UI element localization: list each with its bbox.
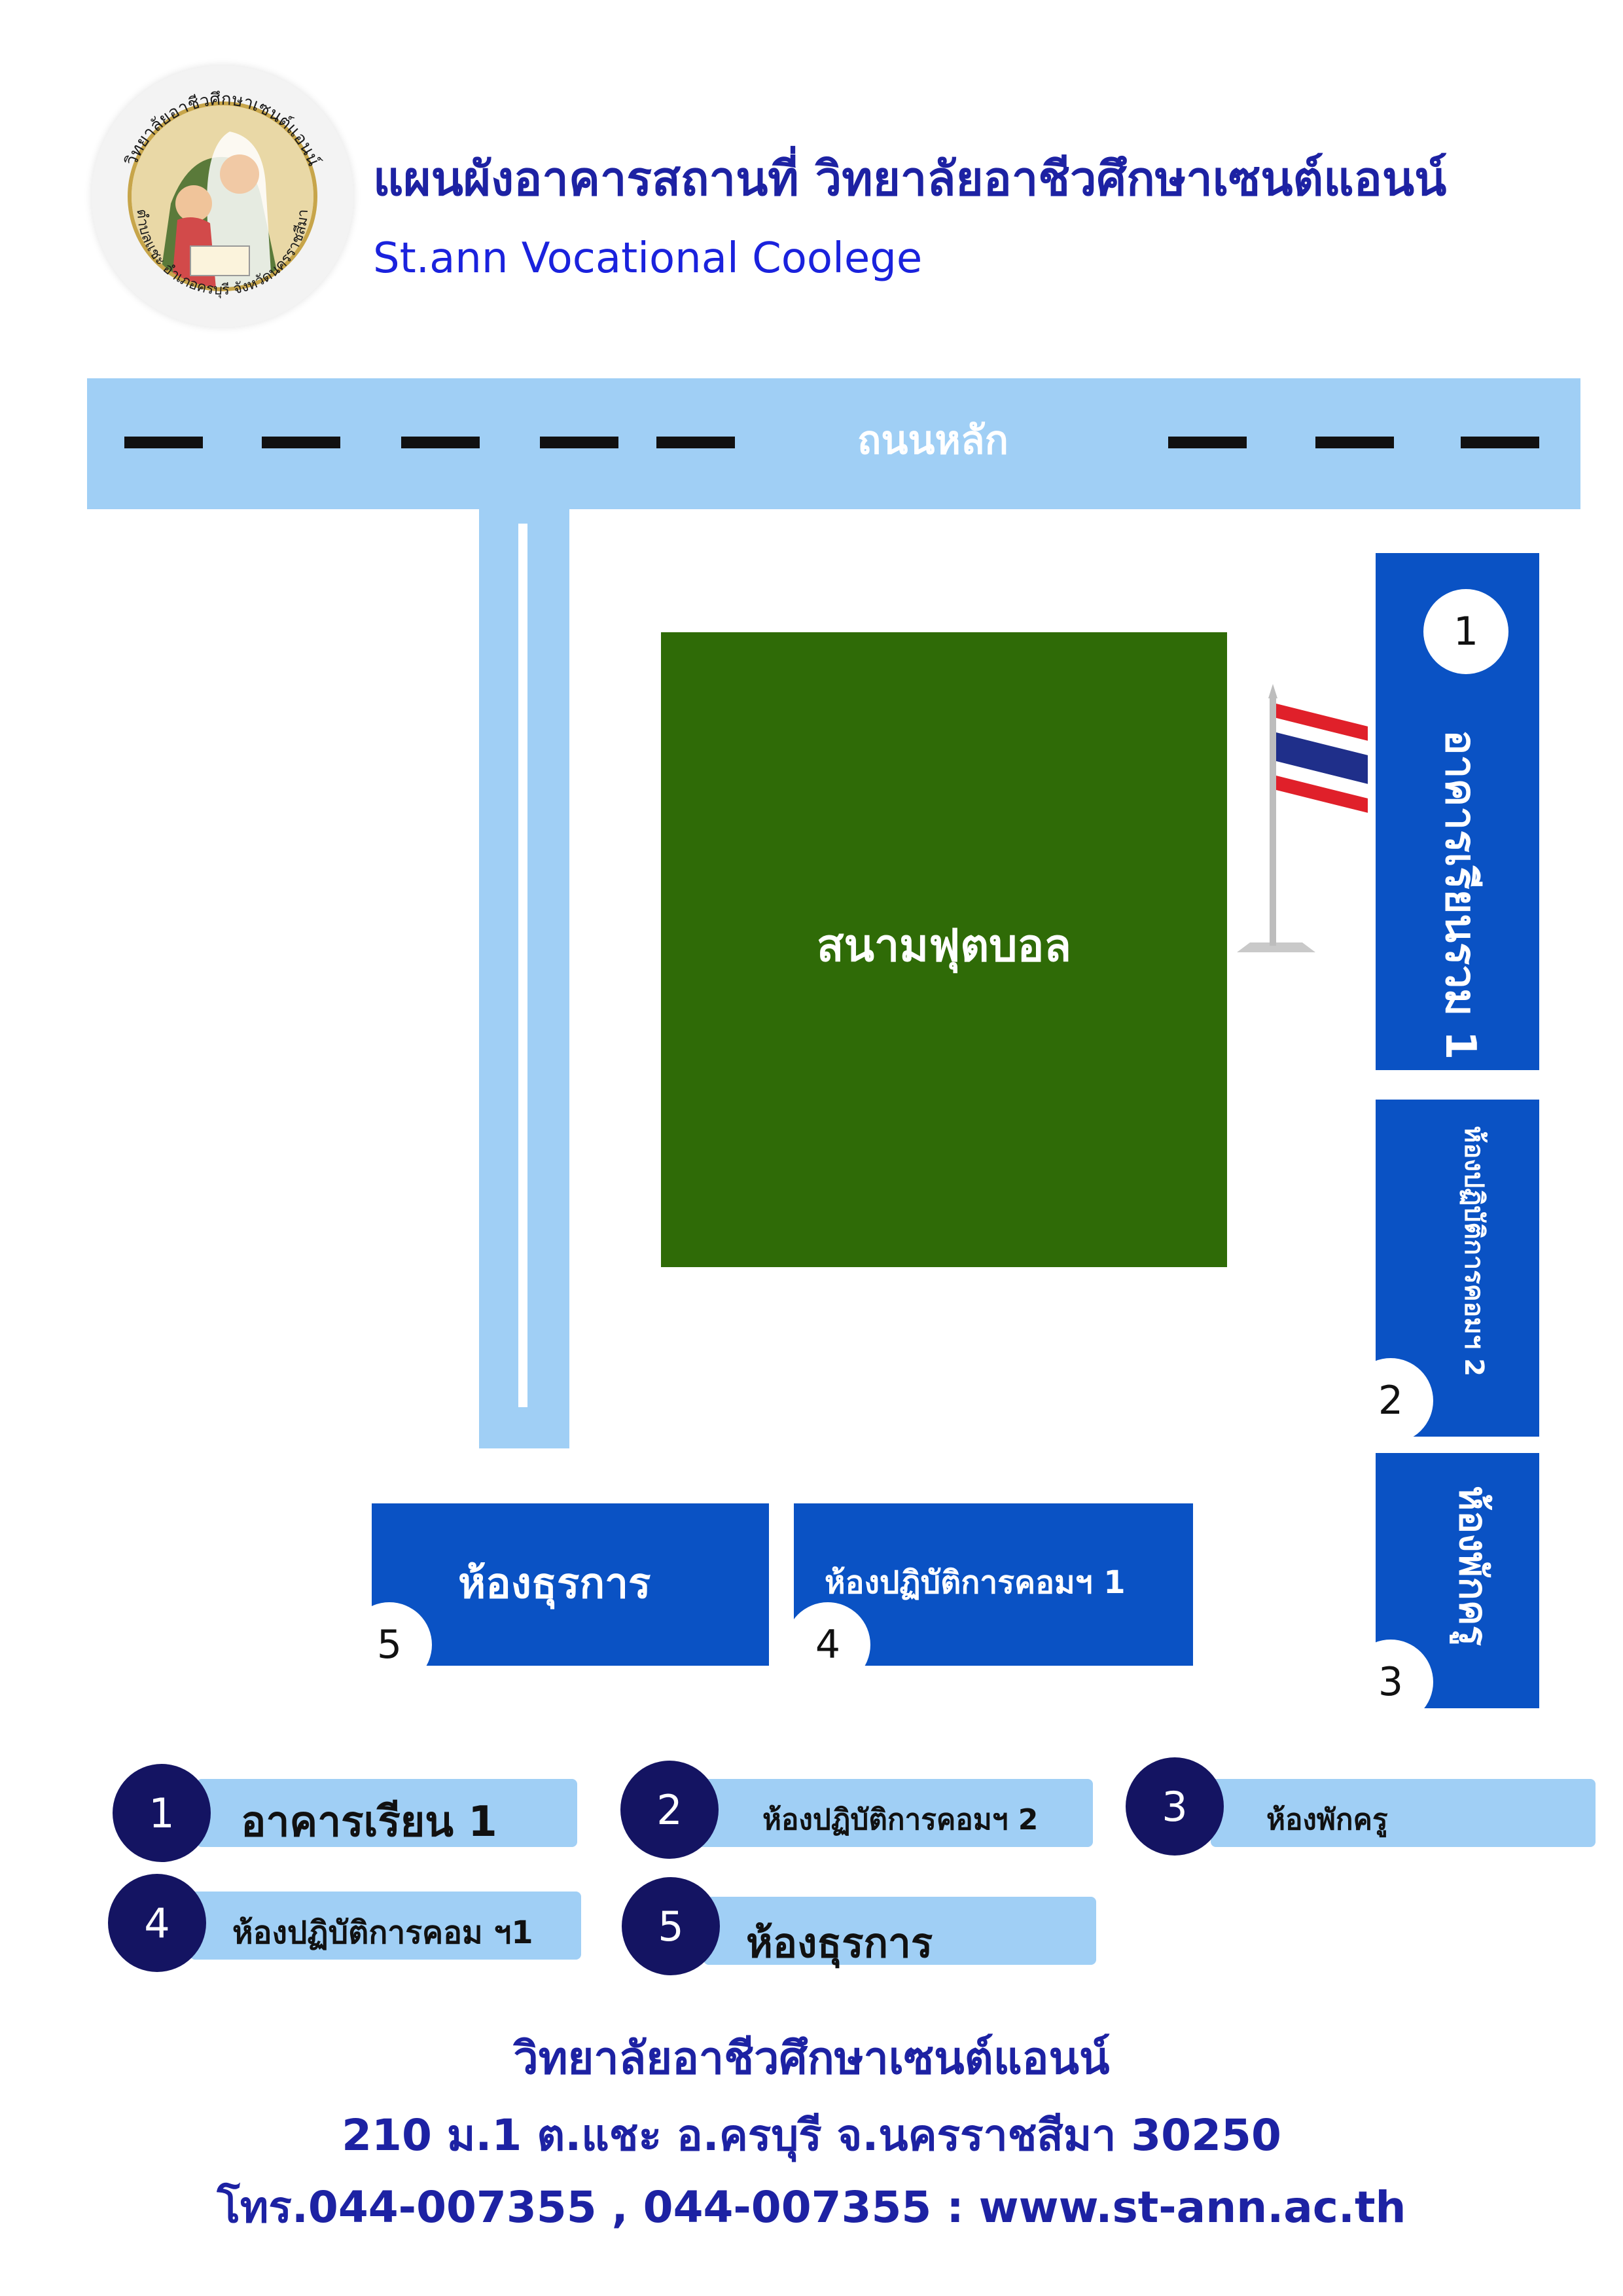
legend-label-2: ห้องปฏิบัติการคอมฯ 2	[762, 1803, 1039, 1837]
building-5-office	[372, 1503, 769, 1666]
road-dash	[1168, 437, 1247, 448]
legend-label-4: ห้องปฏิบัติการคอม ฯ1	[232, 1914, 533, 1951]
road-dash	[1315, 437, 1394, 448]
footer-contact: โทร.044-007355 , 044-007355 : www.st-ann…	[217, 2182, 1406, 2233]
football-field-label: สนามฟุตบอล	[817, 920, 1071, 972]
logo-ring-top-text: วิทยาลัยอาชีวศึกษาเซนต์แอนน์	[122, 90, 324, 169]
building-1-label: อาคารเรียนรวม 1	[1436, 730, 1484, 1060]
building-4-label: ห้องปฏิบัติการคอมฯ 1	[825, 1564, 1126, 1601]
main-road-label: ถนนหลัก	[857, 418, 1009, 463]
road-dash	[401, 437, 480, 448]
building-3-label: ห้องพักครู	[1451, 1486, 1495, 1646]
college-logo: วิทยาลัยอาชีวศึกษาเซนต์แอนน์ ตำบลแชะ อำเ…	[92, 65, 353, 327]
legend-label-5: ห้องธุรการ	[746, 1919, 933, 1967]
building-5-number: 5	[347, 1602, 432, 1687]
building-5-label: ห้องธุรการ	[458, 1560, 651, 1608]
footer-college-name: วิทยาลัยอาชีวศึกษาเซนต์แอนน์	[513, 2033, 1110, 2085]
side-road-lane-line	[518, 524, 527, 1407]
thai-flag-icon	[1237, 684, 1368, 952]
legend-bar-1	[196, 1779, 577, 1847]
building-3-number: 3	[1348, 1640, 1433, 1725]
legend-number-3: 3	[1126, 1757, 1224, 1856]
road-dash	[540, 437, 618, 448]
legend-number-1: 1	[113, 1764, 211, 1862]
logo-ring-bottom-text: ตำบลแชะ อำเภอครบุรี จังหวัดนครราชสีมา	[133, 208, 312, 298]
svg-text:ตำบลแชะ อำเภอครบุรี จังหวัดนคร: ตำบลแชะ อำเภอครบุรี จังหวัดนครราชสีมา	[133, 208, 312, 298]
page-title-english: St.ann Vocational Coolege	[373, 234, 923, 283]
road-dash	[262, 437, 340, 448]
logo-emblem	[128, 101, 317, 291]
legend-bar-4	[190, 1892, 581, 1960]
football-field	[661, 632, 1227, 1267]
building-1-number: 1	[1423, 589, 1508, 674]
legend-number-4: 4	[108, 1874, 206, 1972]
legend-bar-2	[694, 1779, 1093, 1847]
road-dash	[124, 437, 203, 448]
legend-number-5: 5	[622, 1877, 720, 1975]
saint-ann-icon	[132, 105, 313, 287]
legend-label-3: ห้องพักครู	[1266, 1803, 1388, 1837]
legend-bar-5	[704, 1897, 1096, 1965]
page-title-thai: แผนผังอาคารสถานที่ วิทยาลัยอาชีวศึกษาเซน…	[373, 151, 1447, 206]
building-2-number: 2	[1348, 1358, 1433, 1443]
road-dash	[1461, 437, 1539, 448]
road-dash	[656, 437, 735, 448]
legend-bar-3	[1211, 1779, 1596, 1847]
legend-label-1: อาคารเรียน 1	[241, 1798, 497, 1846]
svg-text:วิทยาลัยอาชีวศึกษาเซนต์แอนน์: วิทยาลัยอาชีวศึกษาเซนต์แอนน์	[122, 90, 324, 169]
legend-number-2: 2	[620, 1761, 719, 1859]
building-2-label: ห้องปฏิบัติการคอมฯ 2	[1459, 1126, 1489, 1377]
logo-ring-text: วิทยาลัยอาชีวศึกษาเซนต์แอนน์ ตำบลแชะ อำเ…	[122, 90, 324, 298]
footer-address: 210 ม.1 ต.แชะ อ.ครบุรี จ.นครราชสีมา 3025…	[342, 2110, 1281, 2161]
building-4-number: 4	[785, 1602, 870, 1687]
